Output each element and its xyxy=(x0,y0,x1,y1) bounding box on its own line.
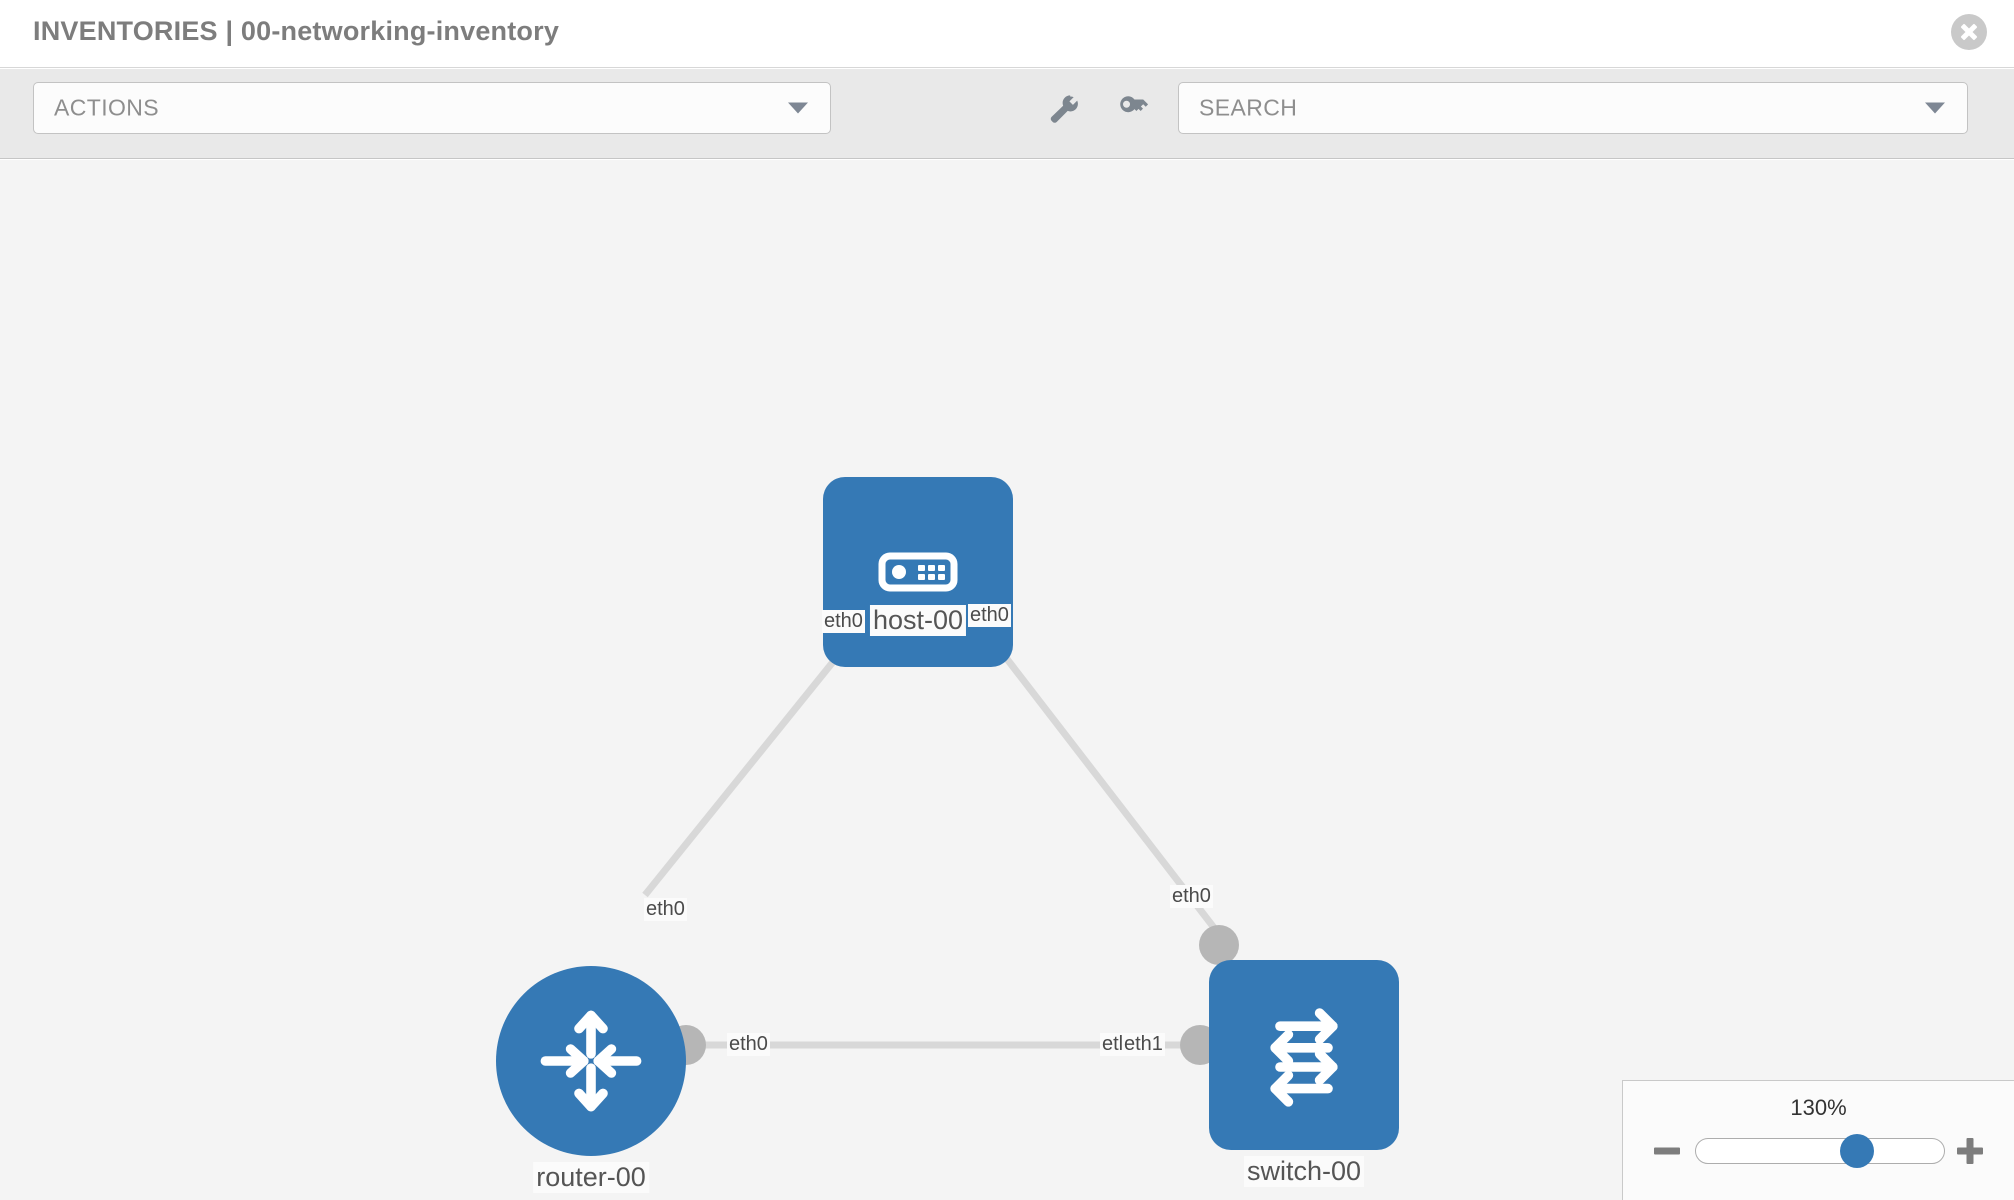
server-icon xyxy=(878,552,958,592)
topology-links xyxy=(642,582,1238,1049)
search-dropdown[interactable]: SEARCH xyxy=(1178,82,1968,134)
search-input[interactable]: SEARCH xyxy=(1199,94,1298,121)
node-switch-00-label: switch-00 xyxy=(1243,1156,1365,1187)
edge-label-switch-left-a: etl xyxy=(1100,1033,1126,1056)
zoom-out-button[interactable] xyxy=(1653,1137,1681,1165)
edge-label-switch-left-b: eth1 xyxy=(1122,1033,1165,1056)
node-router-00-shape[interactable] xyxy=(496,966,686,1156)
zoom-slider-thumb[interactable] xyxy=(1840,1134,1875,1168)
router-arrows-icon xyxy=(540,1010,642,1112)
node-host-00[interactable]: host-00 xyxy=(823,477,1013,667)
title-bar: INVENTORIES | 00-networking-inventory xyxy=(0,0,2014,68)
switch-arrows-icon xyxy=(1270,1008,1338,1107)
port-switch-top[interactable] xyxy=(1199,925,1239,965)
node-router-00[interactable]: router-00 xyxy=(496,966,686,1193)
edge-label-router-up: eth0 xyxy=(644,898,687,921)
node-host-00-shape[interactable] xyxy=(823,477,1013,667)
zoom-slider-track[interactable] xyxy=(1695,1134,1945,1168)
node-host-00-label: host-00 xyxy=(869,605,967,636)
edge-label-router-right: eth0 xyxy=(727,1033,770,1056)
key-icon[interactable] xyxy=(1116,92,1150,126)
zoom-in-button[interactable] xyxy=(1956,1137,1984,1165)
chevron-down-icon xyxy=(788,102,808,114)
page-title: INVENTORIES | 00-networking-inventory xyxy=(33,16,560,46)
close-icon[interactable] xyxy=(1951,14,1987,50)
edge-label-host-right: eth0 xyxy=(968,604,1011,627)
actions-dropdown[interactable]: ACTIONS xyxy=(33,82,831,134)
node-switch-00-shape[interactable] xyxy=(1209,960,1399,1150)
edge-label-host-left: eth0 xyxy=(822,610,865,633)
node-router-00-label: router-00 xyxy=(533,1162,649,1193)
topology-canvas[interactable]: host-00 router-00 xyxy=(0,160,2014,1200)
edge-label-switch-up: eth0 xyxy=(1170,885,1213,908)
actions-dropdown-label: ACTIONS xyxy=(54,94,160,121)
zoom-control-panel: 130% xyxy=(1622,1080,2014,1200)
wrench-icon[interactable] xyxy=(1047,92,1081,126)
chevron-down-icon xyxy=(1925,102,1945,114)
zoom-level-value: 130% xyxy=(1790,1095,1847,1120)
node-switch-00[interactable]: switch-00 xyxy=(1209,960,1399,1187)
